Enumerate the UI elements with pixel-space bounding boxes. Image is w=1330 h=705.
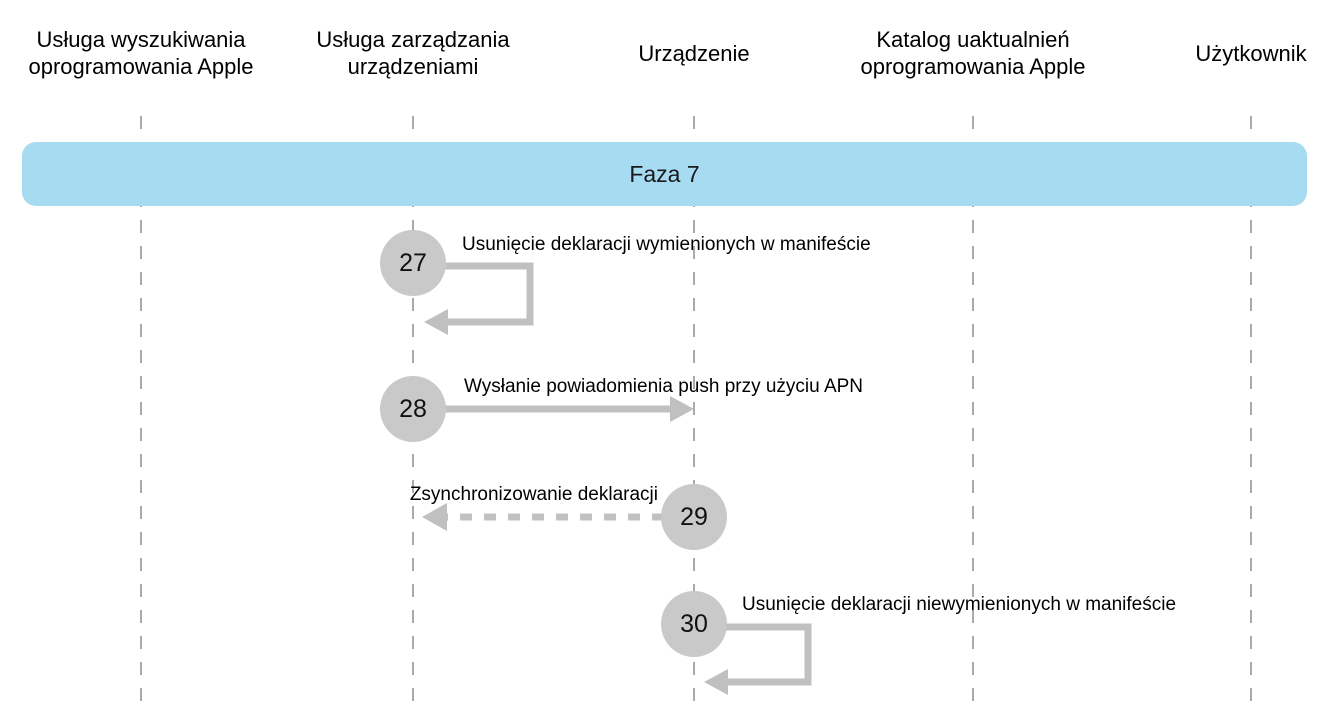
step-badge-28: 28	[380, 376, 446, 442]
participant-header-uzytkownik: Użytkownik	[1195, 41, 1307, 66]
step-label-27: Usunięcie deklaracji wymienionych w mani…	[462, 234, 871, 255]
step-label-28: Wysłanie powiadomienia push przy użyciu …	[464, 376, 864, 397]
participant-header-urzadzenie: Urządzenie	[638, 41, 750, 66]
step-badge-29: 29	[661, 484, 727, 550]
step-label-30: Usunięcie deklaracji niewymienionych w m…	[742, 594, 1177, 615]
phase-banner-label: Faza 7	[629, 160, 700, 187]
step-27-arrow	[424, 262, 534, 335]
step-label-29: Zsynchronizowanie deklaracji	[409, 484, 658, 505]
step-badge-30: 30	[661, 591, 727, 657]
step-badge-27: 27	[380, 230, 446, 296]
step-28-arrow	[443, 396, 694, 422]
phase-banner: Faza 7	[22, 142, 1307, 206]
step-29-arrow	[422, 503, 664, 531]
participant-header-usluga-wyszukiwania: Usługa wyszukiwania oprogramowania Apple	[28, 27, 254, 79]
participant-header-katalog-uaktualnien: Katalog uaktualnień oprogramowania Apple	[860, 27, 1086, 79]
participant-header-usluga-zarzadzania: Usługa zarządzania urządzeniami	[316, 27, 510, 79]
step-30-arrow	[704, 623, 812, 695]
